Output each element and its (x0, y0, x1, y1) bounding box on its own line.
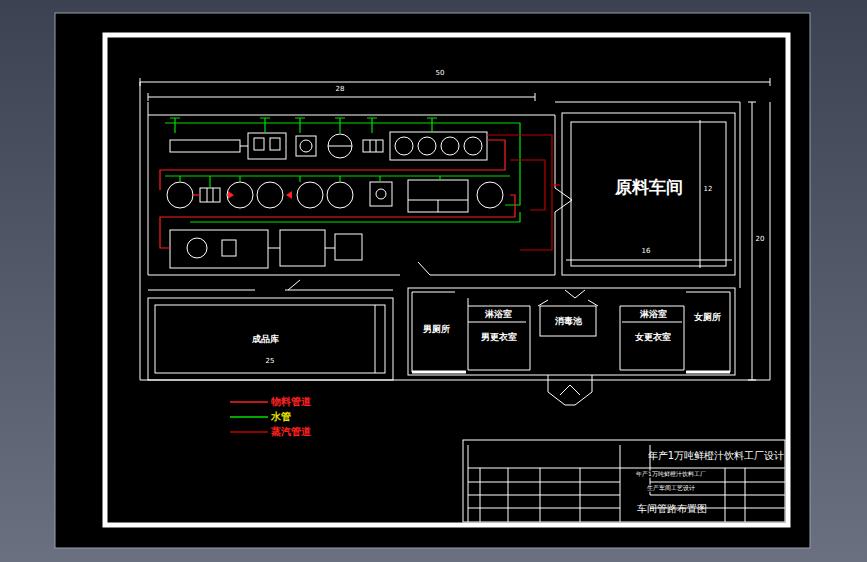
legend-text: 物料管道 (271, 395, 311, 409)
room-name: 淋浴室 (485, 308, 512, 321)
sheet-border (105, 35, 788, 525)
drawing-caption: 车间管路布置图 (637, 503, 707, 514)
legend-text: 蒸汽管道 (271, 425, 311, 439)
room-name: 原料车间 (615, 176, 683, 199)
equipment (167, 132, 503, 268)
room-name: 成品库 (252, 333, 279, 346)
room-name: 男更衣室 (481, 331, 517, 344)
dimension: 28 (336, 86, 345, 94)
dimension: 16 (642, 248, 651, 256)
room-label: 淋浴室 (624, 307, 682, 321)
room-label: 淋浴室 (470, 307, 526, 321)
room-label: 男厕所 (414, 300, 458, 358)
legend-swatch (230, 431, 268, 433)
room-label: 消毒池 (542, 308, 594, 334)
room-label: 女厕所 (686, 300, 728, 334)
title-block (463, 440, 785, 522)
title-cell: 年产1万吨鲜橙汁饮料工厂 (636, 471, 706, 478)
legend-swatch (230, 401, 268, 403)
room-name: 女更衣室 (635, 331, 671, 344)
room-name: 男厕所 (423, 323, 450, 336)
room-label: 女更衣室 (624, 325, 682, 349)
building-outline (140, 78, 770, 405)
legend-text: 水管 (271, 410, 291, 424)
sheet (55, 13, 810, 548)
legend-swatches (230, 402, 268, 432)
room-name: 女厕所 (694, 311, 721, 324)
dimension: 12 (704, 186, 713, 194)
room-name: 消毒池 (555, 315, 582, 328)
pipelines (160, 118, 560, 250)
dimension: 20 (756, 236, 765, 244)
dimension: 25 (266, 358, 275, 366)
room-name: 淋浴室 (640, 308, 667, 321)
room-label: 男更衣室 (470, 325, 528, 349)
dimension: 50 (436, 70, 445, 78)
legend-swatch (230, 416, 268, 418)
drawing-title: 年产1万吨鲜橙汁饮料工厂设计 (648, 450, 784, 461)
title-cell: 生产车间工艺设计 (647, 485, 695, 492)
